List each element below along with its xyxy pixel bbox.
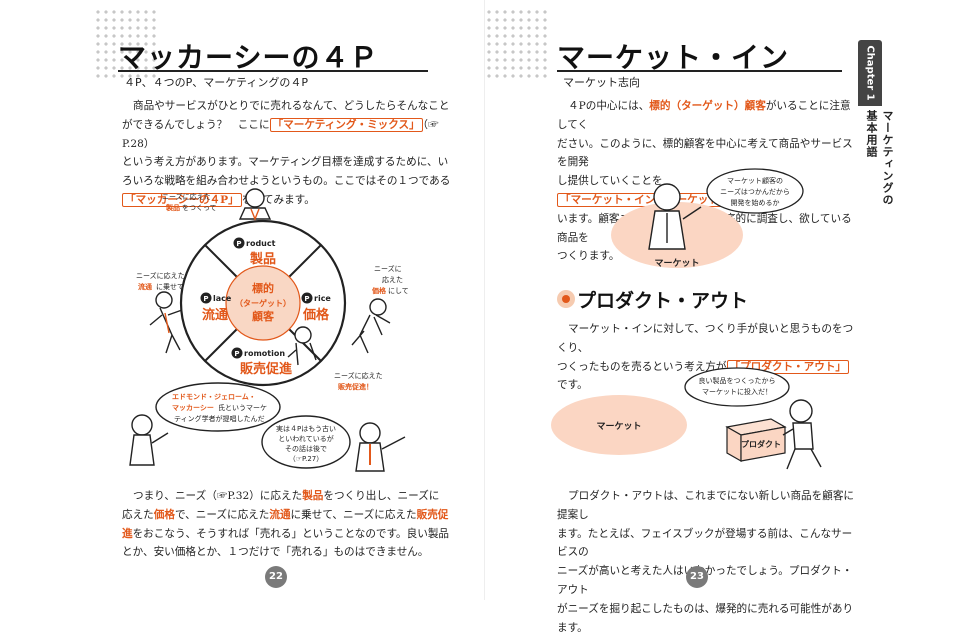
page-subtitle: マーケット志向 xyxy=(563,76,640,89)
promotion-jp-label: 販売促進 xyxy=(240,361,292,377)
title-rule xyxy=(118,70,428,72)
speech-bubble xyxy=(684,367,790,407)
bubble1-highlight-1: エドモンド・ジェローム・ xyxy=(172,393,256,401)
person-icon xyxy=(129,414,169,466)
note-promotion-line1: ニーズに応えた xyxy=(334,371,383,380)
speech-bubble xyxy=(706,168,804,214)
illus1-bubble-line3: 開発を始めるか xyxy=(731,198,780,207)
p-badge-icon xyxy=(231,347,243,359)
page-title: マッカーシーの４Ｐ xyxy=(118,41,379,74)
person-icon xyxy=(648,183,702,250)
dot-pattern xyxy=(485,8,551,78)
note-place-line2: に乗せて xyxy=(156,282,184,291)
person-icon xyxy=(287,326,317,366)
outro-paragraph: つまり、ニーズ（☞P.32）に応えた製品をつくり出し、ニーズに 応えた価格で、ニ… xyxy=(122,490,450,559)
note-place-line1: ニーズに応えた xyxy=(136,271,185,280)
box-icon xyxy=(725,418,787,463)
price-jp-label: 価格 xyxy=(302,307,330,323)
market-ellipse xyxy=(551,395,687,455)
quadrant-divider xyxy=(204,328,238,362)
bubble1-highlight-2: マッカーシー xyxy=(172,404,214,412)
section-bullet-icon xyxy=(557,290,575,308)
center-label-1: 標的 xyxy=(252,281,274,295)
svg-text:P: P xyxy=(304,295,309,303)
note-price-line3: にして xyxy=(388,287,409,295)
page-number: 22 xyxy=(265,566,287,588)
target-customer-circle xyxy=(225,265,301,341)
product-out-detail-paragraph: プロダクト・アウトは、これまでにない新しい商品を顧客に提案し ます。たとえば、フ… xyxy=(557,490,855,634)
note-price-highlight: 価格 xyxy=(371,286,387,295)
speech-bubble xyxy=(155,382,281,432)
bubble2-line2: といわれているが xyxy=(278,434,333,443)
product-en-label: roduct xyxy=(246,239,276,248)
p-badge-icon xyxy=(200,292,212,304)
note-price-line1: ニーズに xyxy=(374,264,402,273)
section-title: プロダクト・アウト xyxy=(577,290,749,312)
four-p-diagram: 標的 （ターゲット） 顧客 P roduct 製品 P lace 流通 P ri… xyxy=(129,188,409,472)
note-promotion-highlight: 販売促進！ xyxy=(338,382,373,391)
person-icon xyxy=(782,399,822,470)
product-label: プロダクト xyxy=(741,439,781,449)
chapter-topic: マーケティングの基本用語 xyxy=(865,110,894,206)
svg-text:P: P xyxy=(236,240,241,248)
bubble1-line3: ティング学者が提唱したんだ xyxy=(174,414,265,423)
person-icon xyxy=(355,422,406,472)
person-icon xyxy=(238,188,272,221)
note-place-highlight: 流通 xyxy=(138,282,153,291)
bubble2-line3: その話は後で xyxy=(285,444,327,453)
center-label-3: 顧客 xyxy=(252,309,275,323)
chapter-side-tab[interactable]: Chapter 1 マーケティングの基本用語 xyxy=(858,40,894,220)
p-badge-icon xyxy=(301,292,313,304)
note-product-highlight: 製品 xyxy=(165,203,180,212)
person-icon xyxy=(149,291,183,354)
svg-text:P: P xyxy=(234,350,239,358)
svg-text:P: P xyxy=(203,295,208,303)
product-jp-label: 製品 xyxy=(249,251,276,267)
right-page: マーケット・イン マーケット志向 ４Pの中心には、標的（ターゲット）顧客がいるこ… xyxy=(485,0,970,634)
intro-paragraph: 商品やサービスがひとりでに売れるなんて、どうしたらそんなこと ができるんでしょう… xyxy=(122,100,451,207)
bubble2-line4: （☞P.27） xyxy=(289,455,324,463)
note-price-line2: 応えた xyxy=(382,275,403,284)
person-icon xyxy=(351,298,391,354)
page-subtitle: ４P、４つのP、マーケティングの４P xyxy=(124,76,309,89)
speech-bubble xyxy=(261,415,351,469)
market-label: マーケット xyxy=(654,258,699,269)
market-label: マーケット xyxy=(596,421,641,432)
promotion-en-label: romotion xyxy=(244,349,285,358)
bubble1-line2: 氏というマーケ xyxy=(218,403,267,412)
page-title: マーケット・イン xyxy=(557,41,790,74)
center-label-2: （ターゲット） xyxy=(235,298,291,308)
illus2-bubble-line1: 良い製品をつくったから xyxy=(699,376,776,385)
product-out-illustration: マーケット 良い製品をつくったから マーケットに投入だ！ プロダクト xyxy=(551,367,822,470)
place-jp-label: 流通 xyxy=(202,307,228,323)
p-badge-icon xyxy=(233,237,245,249)
note-product-line1: ニーズに応えた xyxy=(162,192,211,201)
quadrant-divider xyxy=(288,244,322,278)
bubble2-line1: 実は４Pはもう古い xyxy=(276,424,336,433)
chapter-label: Chapter 1 xyxy=(858,40,882,106)
illus1-bubble-line1: マーケット顧客の xyxy=(727,176,783,185)
quadrant-divider xyxy=(204,244,238,278)
place-en-label: lace xyxy=(213,294,232,303)
market-in-illustration: マーケット マーケット顧客の ニーズはつかんだから 開発を始めるか xyxy=(611,168,804,269)
title-rule xyxy=(557,70,842,72)
illus1-bubble-line2: ニーズはつかんだから xyxy=(720,187,790,196)
dot-pattern xyxy=(94,8,160,78)
page-number: 23 xyxy=(686,566,708,588)
left-page: マッカーシーの４Ｐ ４P、４つのP、マーケティングの４P 商品やサービスがひとり… xyxy=(0,0,485,600)
price-en-label: rice xyxy=(314,294,331,303)
illus2-bubble-line2: マーケットに投入だ！ xyxy=(702,387,772,396)
product-out-paragraph: マーケット・インに対して、つくり手が良いと思うものをつくり、 つくったものを売る… xyxy=(557,323,854,392)
note-product-line2: をつくって xyxy=(182,204,217,212)
